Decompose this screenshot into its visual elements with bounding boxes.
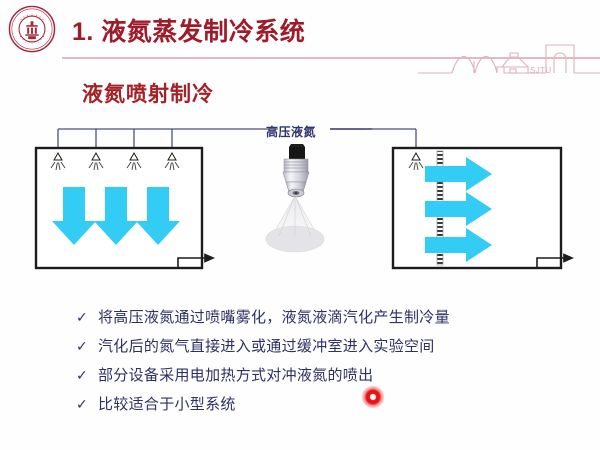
nozzle-label: 高压液氮 (266, 125, 317, 139)
nozzle-body (282, 144, 310, 198)
page-title: 1. 液氮蒸发制冷系统 (72, 18, 306, 46)
diagram-svg (34, 128, 574, 270)
left-outlet (177, 253, 215, 268)
bullet-text: 比较适合于小型系统 (98, 396, 236, 413)
campus-skyline-icon: SJTU (418, 44, 600, 75)
diagram-area: 高压液氮 (0, 118, 600, 293)
center-nozzle-illustration (265, 128, 372, 253)
list-item: ✓ 汽化后的氮气直接进入或通过缓冲室进入实验空间 (76, 334, 576, 359)
check-icon: ✓ (76, 396, 88, 412)
bullet-text: 将高压液氮通过喷嘴雾化，液氮液滴汽化产生制冷量 (98, 309, 450, 326)
right-nozzle (408, 151, 424, 171)
left-chamber-group (34, 128, 278, 270)
check-icon: ✓ (76, 338, 88, 354)
check-icon: ✓ (76, 367, 88, 383)
left-flow-arrows (52, 187, 180, 245)
left-nozzles (50, 151, 180, 171)
slide-header: 1. 液氮蒸发制冷系统 (0, 0, 600, 75)
list-item: ✓ 比较适合于小型系统 (76, 392, 576, 417)
bullet-text: 部分设备采用电加热方式对冲液氮的喷出 (98, 367, 374, 384)
list-item: ✓ 将高压液氮通过喷嘴雾化，液氮液滴汽化产生制冷量 (76, 305, 576, 330)
check-icon: ✓ (76, 309, 88, 325)
section-heading: 液氮喷射制冷 (82, 83, 214, 106)
spray-rays (278, 197, 312, 237)
bullet-list: ✓ 将高压液氮通过喷嘴雾化，液氮液滴汽化产生制冷量 ✓ 汽化后的氮气直接进入或通… (76, 305, 576, 421)
right-flow-arrows (425, 157, 492, 262)
right-outlet (536, 253, 574, 268)
bullet-text: 汽化后的氮气直接进入或通过缓冲室进入实验空间 (98, 338, 435, 355)
header-divider (62, 57, 600, 59)
university-seal-icon (8, 5, 56, 53)
skyline-label: SJTU (530, 66, 552, 75)
right-chamber-group (362, 128, 574, 270)
list-item: ✓ 部分设备采用电加热方式对冲液氮的喷出 (76, 363, 576, 388)
laser-pointer-cursor (362, 386, 384, 408)
